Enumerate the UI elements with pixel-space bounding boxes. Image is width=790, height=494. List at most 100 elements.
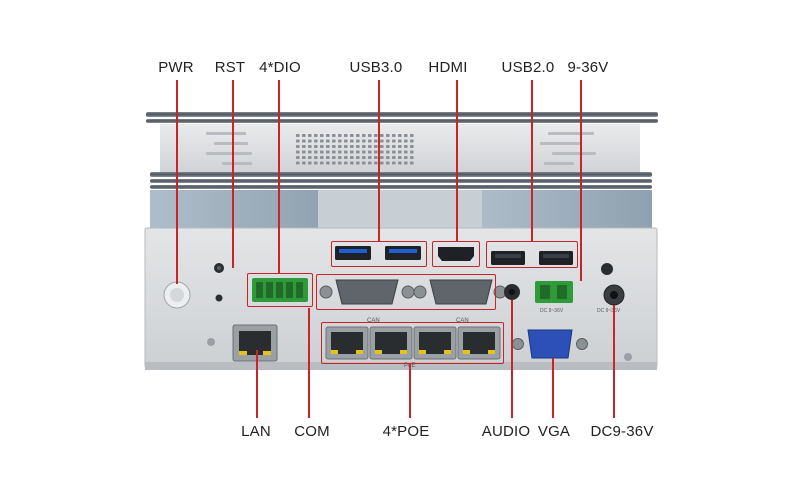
vent-hole <box>356 145 360 148</box>
vent-hole <box>350 156 354 159</box>
vent-hole <box>296 134 300 137</box>
vent-hole <box>308 134 312 137</box>
vent-hole <box>362 161 366 165</box>
vent-hole <box>386 145 390 148</box>
vent-hole <box>344 145 348 148</box>
hdmi-label: HDMI <box>428 59 468 76</box>
vent-hole <box>380 156 384 159</box>
top-cover <box>160 124 640 176</box>
dc-callout-line <box>613 305 615 418</box>
vent-hole <box>386 134 390 137</box>
power-in-callout-line <box>580 80 582 281</box>
vent-hole <box>362 139 366 143</box>
audio-callout-line <box>511 300 513 418</box>
vent-hole <box>392 156 396 159</box>
dio-callout-line <box>278 80 280 273</box>
lan-port <box>232 324 278 362</box>
vent-hole <box>338 145 342 148</box>
vent-hole <box>380 145 384 148</box>
vent-hole <box>338 134 342 137</box>
vent-hole <box>386 161 390 165</box>
vent-hole <box>302 150 306 154</box>
vent-hole <box>308 150 312 154</box>
vent-hole <box>386 150 390 154</box>
vent-hole <box>368 139 372 143</box>
vent-hole <box>302 139 306 143</box>
panel-bottom-edge <box>145 362 657 370</box>
power-in-label: 9-36V <box>567 59 609 76</box>
rst-callout-line <box>232 80 234 268</box>
vent-hole <box>350 139 354 143</box>
vga-port <box>512 329 588 359</box>
vent-hole <box>296 139 300 143</box>
vent-hole <box>338 139 342 143</box>
vent-hole <box>314 145 318 148</box>
vent-hole <box>320 150 324 154</box>
vent-hole <box>332 139 336 143</box>
vent-hole <box>350 145 354 148</box>
usb3-highlight-box <box>331 241 427 267</box>
lower-heatsink <box>150 172 652 189</box>
panel-screw <box>207 338 215 346</box>
vent-hole <box>410 156 414 159</box>
vent-hole <box>392 134 396 137</box>
vent-hole <box>326 145 330 148</box>
vent-hole <box>338 161 342 165</box>
vent-hole <box>368 145 372 148</box>
vent-hole <box>314 139 318 143</box>
vent-hole <box>404 139 408 143</box>
vent-hole <box>368 161 372 165</box>
vent-hole <box>404 156 408 159</box>
vent-hole <box>314 134 318 137</box>
vent-hole <box>398 145 402 148</box>
vent-hole <box>308 156 312 159</box>
com-label: COM <box>294 423 330 440</box>
vent-hole <box>350 150 354 154</box>
vent-hole <box>392 161 396 165</box>
vent-hole <box>410 161 414 165</box>
power-button <box>163 281 191 309</box>
vent-hole <box>302 161 306 165</box>
vent-hole <box>374 150 378 154</box>
vent-hole <box>392 145 396 148</box>
vent-hole <box>320 145 324 148</box>
vent-hole <box>338 156 342 159</box>
vent-hole <box>410 139 414 143</box>
vent-hole <box>344 156 348 159</box>
dc-spec-label-2: DC 9~36V <box>597 308 621 314</box>
vent-hole <box>356 134 360 137</box>
vent-hole <box>356 161 360 165</box>
vent-hole <box>362 134 366 137</box>
vent-hole <box>380 161 384 165</box>
vent-hole <box>320 161 324 165</box>
vent-hole <box>362 150 366 154</box>
vent-hole <box>398 150 402 154</box>
vent-hole <box>296 150 300 154</box>
vent-hole <box>356 156 360 159</box>
vent-hole <box>296 161 300 165</box>
chassis-side-left <box>150 190 330 232</box>
vent-hole <box>404 134 408 137</box>
vent-hole <box>338 150 342 154</box>
com-callout-line <box>308 308 310 418</box>
vent-hole <box>332 134 336 137</box>
vent-hole <box>326 134 330 137</box>
dc-terminal <box>535 281 573 303</box>
vent-holes <box>296 134 414 165</box>
audio-label: AUDIO <box>481 423 531 440</box>
vent-hole <box>320 134 324 137</box>
reset-and-leds <box>214 263 224 302</box>
vent-hole <box>296 156 300 159</box>
dio-terminal <box>252 278 308 302</box>
vent-hole <box>392 150 396 154</box>
upper-heatsink <box>146 112 658 123</box>
pwr-label: PWR <box>158 59 194 76</box>
vent-hole <box>374 134 378 137</box>
poe-callout-line <box>409 364 411 418</box>
dio-highlight-box <box>247 273 313 307</box>
vga-callout-line <box>552 358 554 418</box>
vent-hole <box>332 145 336 148</box>
vent-hole <box>302 145 306 148</box>
vent-hole <box>362 145 366 148</box>
usb3-label: USB3.0 <box>349 59 403 76</box>
